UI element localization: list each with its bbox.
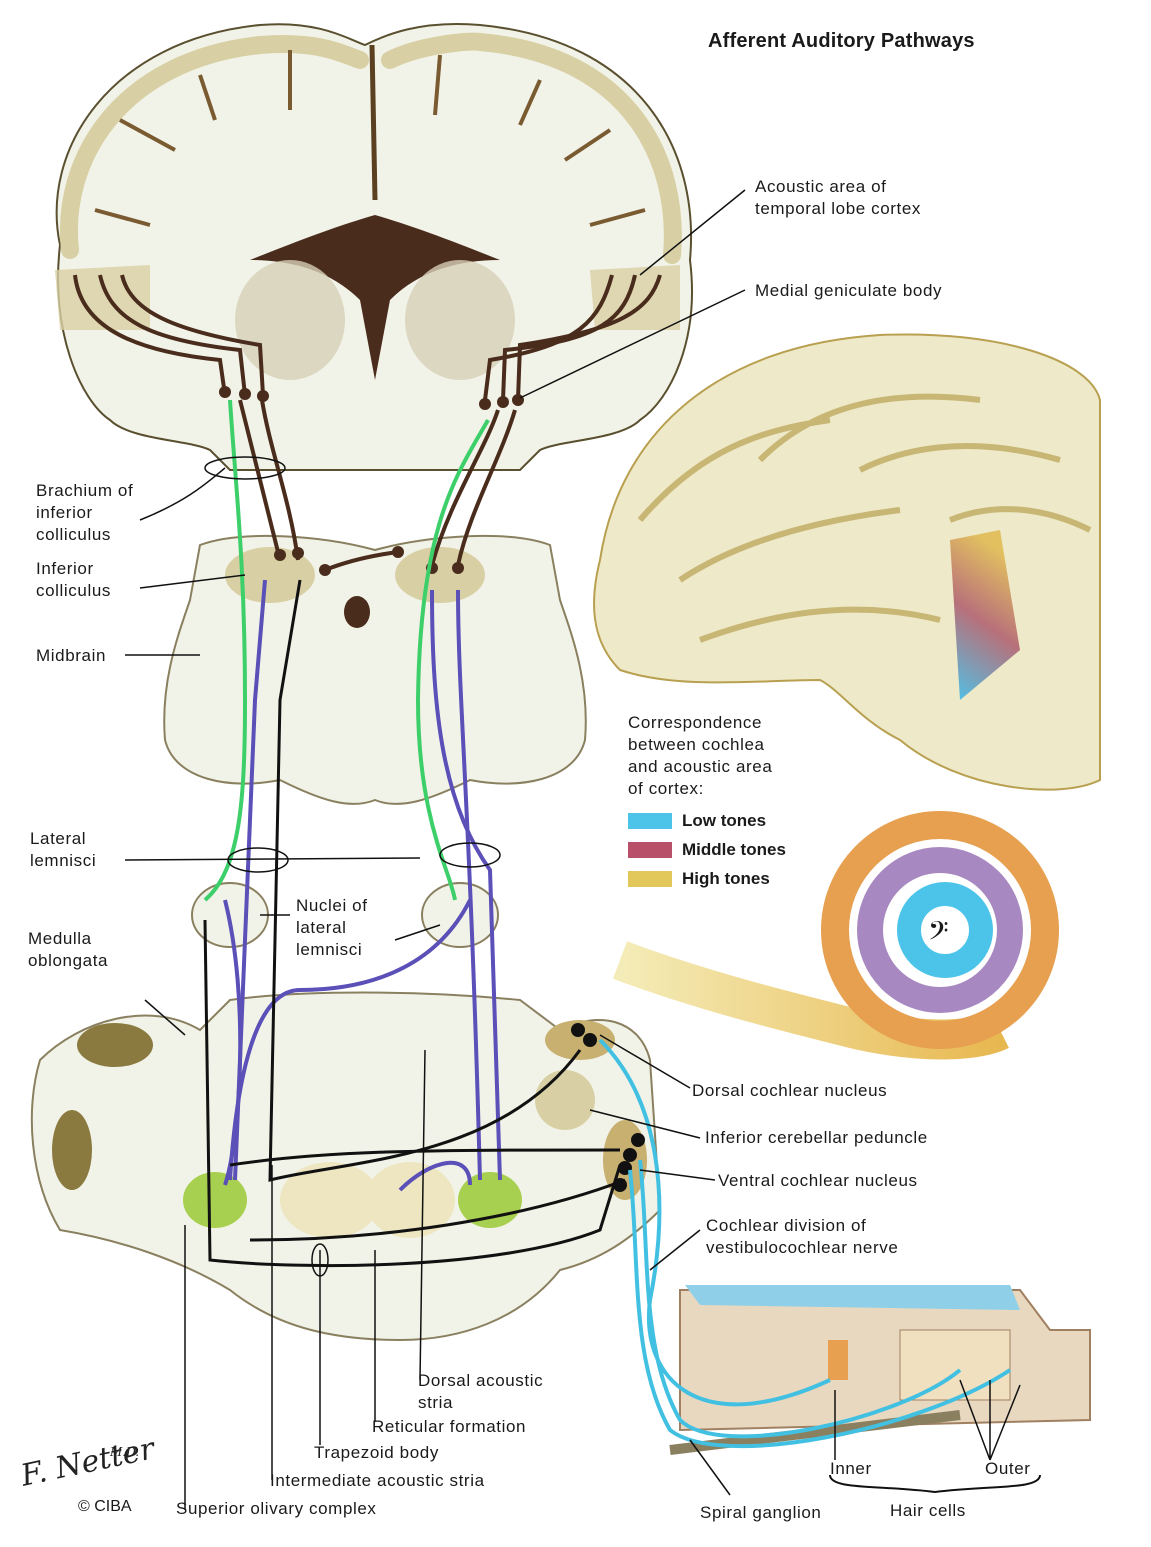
legend-item-low: Low tones <box>628 810 766 832</box>
label-acoustic-area: Acoustic area of temporal lobe cortex <box>755 176 921 220</box>
label-dorsal-acoustic-stria: Dorsal acoustic stria <box>418 1370 543 1414</box>
label-inferior-cerebellar: Inferior cerebellar peduncle <box>705 1127 928 1149</box>
label-nuclei-lateral-lemnisci: Nuclei of lateral lemnisci <box>296 895 368 961</box>
label-lateral-lemnisci: Lateral lemnisci <box>30 828 96 872</box>
legend-label-high: High tones <box>682 869 770 889</box>
label-hair-cells: Hair cells <box>890 1500 966 1522</box>
label-dorsal-cochlear: Dorsal cochlear nucleus <box>692 1080 887 1102</box>
legend-label-low: Low tones <box>682 811 766 831</box>
label-midbrain: Midbrain <box>36 645 106 667</box>
legend-swatch-middle <box>628 842 672 858</box>
cerebrum-section <box>55 24 692 470</box>
label-outer: Outer <box>985 1458 1031 1480</box>
label-spiral-ganglion: Spiral ganglion <box>700 1502 821 1524</box>
legend-swatch-high <box>628 871 672 887</box>
midbrain-section <box>164 536 586 804</box>
label-inner: Inner <box>830 1458 872 1480</box>
legend-label-middle: Middle tones <box>682 840 786 860</box>
figure-title: Afferent Auditory Pathways <box>708 30 975 53</box>
label-cochlear-division: Cochlear division of vestibulocochlear n… <box>706 1215 898 1259</box>
legend-swatch-low <box>628 813 672 829</box>
label-medulla: Medulla oblongata <box>28 928 108 972</box>
legend-item-high: High tones <box>628 868 770 890</box>
label-inferior-colliculus: Inferior colliculus <box>36 558 111 602</box>
legend-heading: Correspondence between cochlea and acous… <box>628 712 772 800</box>
label-ventral-cochlear: Ventral cochlear nucleus <box>718 1170 918 1192</box>
artist-degree: M.D. <box>110 1445 139 1459</box>
copyright: © CIBA <box>78 1498 132 1516</box>
label-intermediate-stria: Intermediate acoustic stria <box>270 1470 485 1492</box>
label-medial-geniculate: Medial geniculate body <box>755 280 942 302</box>
svg-text:𝄢: 𝄢 <box>928 915 949 953</box>
label-superior-olivary: Superior olivary complex <box>176 1498 377 1520</box>
label-trapezoid-body: Trapezoid body <box>314 1442 439 1464</box>
label-reticular-formation: Reticular formation <box>372 1416 526 1438</box>
label-brachium: Brachium of inferior colliculus <box>36 480 133 546</box>
legend-item-middle: Middle tones <box>628 839 786 861</box>
